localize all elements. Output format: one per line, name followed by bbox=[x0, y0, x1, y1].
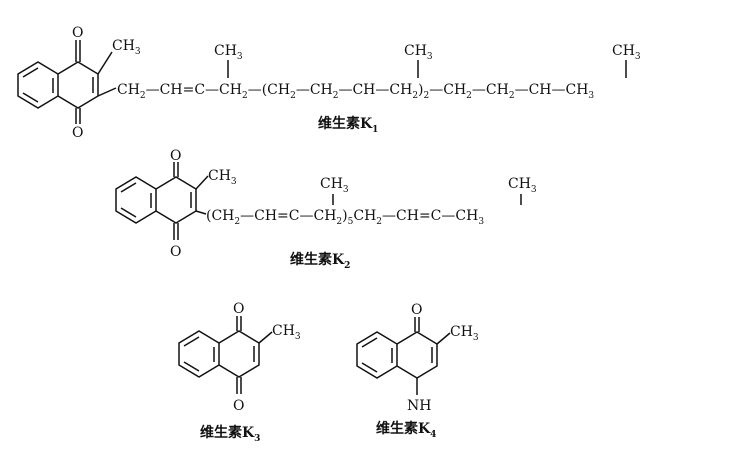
k4-ring bbox=[396, 331, 438, 379]
k3-oxygen-top: O bbox=[233, 301, 244, 317]
k1-quinone-ring bbox=[57, 61, 99, 109]
k1-side-chain: CH2—CH=C—CH2—(CH2—CH2—CH—CH2)2—CH2—CH2—C… bbox=[117, 82, 594, 101]
k2-branch-methyl-2: CH3 bbox=[508, 176, 537, 195]
k2-caption: 维生素K2 bbox=[290, 251, 350, 271]
k4-ring-methyl: CH3 bbox=[450, 324, 479, 343]
k4-oxygen-top: O bbox=[411, 302, 422, 318]
k2-side-chain: (CH2—CH=C—CH2)5CH2—CH=C—CH3 bbox=[206, 208, 484, 227]
k2-benzene-inner-bonds bbox=[120, 182, 152, 218]
k3-caption: 维生素K3 bbox=[200, 424, 260, 444]
k2-benzene-ring bbox=[115, 176, 157, 224]
k2-oxygen-top: O bbox=[170, 148, 181, 164]
k2-branch-methyl-1: CH3 bbox=[320, 176, 349, 195]
k1-benzene-ring bbox=[17, 61, 59, 109]
k1-oxygen-top: O bbox=[72, 25, 83, 41]
k4-caption: 维生素K4 bbox=[376, 420, 436, 440]
k1-chain-bond bbox=[97, 87, 117, 97]
k1-caption: 维生素K1 bbox=[318, 115, 378, 135]
k4-benzene-inner-bonds bbox=[361, 337, 393, 373]
k3-ring-methyl-bond bbox=[258, 331, 273, 344]
vitamin-k4-structure: O NH CH3 维生素K4 bbox=[356, 302, 479, 440]
k2-ring-methyl-bond bbox=[195, 175, 209, 190]
k1-ring-methyl: CH3 bbox=[112, 38, 141, 57]
k4-ring-methyl-bond bbox=[436, 332, 451, 345]
vitamin-k2-structure: O O CH3 (CH2—CH=C—CH2)5CH2—CH=C—CH3 CH3 … bbox=[115, 148, 537, 271]
k1-oxygen-bottom: O bbox=[72, 125, 83, 141]
vitamin-k1-structure: O O CH3 CH2—CH=C—CH2—(CH2—CH2—CH—CH2)2—C… bbox=[17, 25, 641, 141]
k2-ring-methyl: CH3 bbox=[208, 168, 237, 187]
k2-oxygen-bottom: O bbox=[170, 244, 181, 260]
k1-branch-methyl-3: CH3 bbox=[612, 43, 641, 62]
k1-benzene-inner-bonds bbox=[22, 67, 54, 103]
k1-branch-methyl-2: CH3 bbox=[404, 43, 433, 62]
k2-quinone-ring bbox=[155, 176, 197, 224]
k3-oxygen-bottom: O bbox=[233, 398, 244, 414]
k3-benzene-ring bbox=[178, 330, 220, 378]
k2-chain-bond bbox=[195, 210, 207, 215]
k1-ring-methyl-bond bbox=[97, 51, 113, 75]
k4-amine: NH bbox=[407, 398, 431, 414]
k3-ring-methyl: CH3 bbox=[272, 323, 301, 342]
k1-branch-methyl-1: CH3 bbox=[214, 43, 243, 62]
k3-benzene-inner-bonds bbox=[183, 336, 215, 372]
vitamin-k3-structure: O O CH3 维生素K3 bbox=[178, 301, 301, 444]
k3-quinone-ring bbox=[218, 330, 260, 378]
k4-benzene-ring bbox=[356, 331, 398, 379]
